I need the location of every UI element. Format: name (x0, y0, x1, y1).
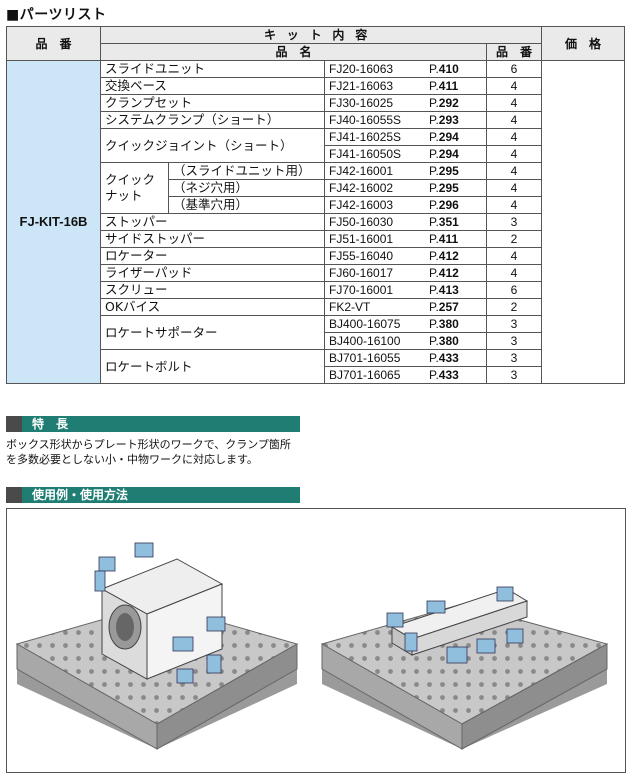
part-qty: 4 (485, 162, 543, 180)
part-name: （基準穴用） (168, 196, 325, 214)
part-qty: 2 (485, 230, 543, 248)
part-qty: 2 (485, 298, 543, 316)
header-part-name: 品 名 (100, 43, 487, 61)
part-name: クランプセット (100, 94, 325, 112)
part-qty: 4 (485, 264, 543, 282)
part-qty: 4 (485, 247, 543, 265)
part-name: OKバイス (100, 298, 325, 316)
quick-nut-label: クイックナット (100, 162, 169, 214)
features-line-1: ボックス形状からプレート形状のワークで、クランプ箇所 (6, 438, 291, 451)
part-qty: 4 (485, 111, 543, 129)
part-qty: 4 (485, 196, 543, 214)
usage-heading: 使用例・使用方法 (32, 488, 129, 502)
part-name: ストッパー (100, 213, 325, 231)
part-qty: 3 (485, 366, 543, 384)
header-kit-contents: キット内容 (99, 26, 543, 44)
part-qty: 3 (485, 315, 543, 333)
part-name: スクリュー (100, 281, 325, 299)
header-price: 価 格 (541, 26, 626, 61)
header-part-no: 品 番 (485, 43, 543, 61)
part-name: スライドユニット (100, 60, 325, 78)
usage-example-figure (6, 508, 626, 773)
part-qty: 3 (485, 332, 543, 350)
header-kit-no: 品 番 (6, 26, 101, 61)
part-qty: 4 (485, 77, 543, 95)
part-name: （スライドユニット用） (168, 162, 325, 180)
part-qty: 4 (485, 94, 543, 112)
usage-illustration (15, 542, 609, 750)
header-row-1: 品 番 キット内容 価 格 (6, 26, 626, 61)
part-qty: 3 (485, 349, 543, 367)
section-bar-stub (6, 487, 22, 503)
left-block-workpiece (100, 558, 224, 680)
features-heading: 特 長 (32, 417, 69, 431)
part-qty: 4 (485, 145, 543, 163)
header-row-2: 品 名 品 番 個数 (7, 43, 625, 61)
part-name: 交換ベース (100, 77, 325, 95)
part-name: クイックジョイント（ショート） (100, 128, 325, 163)
usage-section-bar: 使用例・使用方法 (6, 487, 300, 503)
price-cell (541, 60, 626, 384)
part-qty: 3 (485, 213, 543, 231)
part-qty: 4 (485, 179, 543, 197)
features-section-bar: 特 長 (6, 416, 300, 432)
features-description: ボックス形状からプレート形状のワークで、クランプ箇所 を多数必要としない小・中物… (6, 437, 326, 467)
right-clamps (386, 586, 524, 664)
part-name: サイドストッパー (100, 230, 325, 248)
page-title: ■パーツリスト (6, 7, 107, 23)
part-qty: 6 (485, 60, 543, 78)
part-name: システムクランプ（ショート） (100, 111, 325, 129)
section-bar-stub (6, 416, 22, 432)
part-name: （ネジ穴用） (168, 179, 325, 197)
parts-list-table: 品 番 キット内容 価 格 品 名 品 番 個数 FJ-KIT-16B スライド… (6, 26, 626, 384)
kit-name-cell: FJ-KIT-16B (6, 60, 101, 384)
part-name: ロケーター (100, 247, 325, 265)
features-line-2: を多数必要としない小・中物ワークに対応します。 (6, 453, 258, 466)
part-qty: 6 (485, 281, 543, 299)
part-name: ロケートボルト (100, 349, 325, 384)
part-name: ロケートサポーター (100, 315, 325, 350)
left-clamps (94, 542, 226, 684)
part-qty: 4 (485, 128, 543, 146)
part-name: ライザーパッド (100, 264, 325, 282)
